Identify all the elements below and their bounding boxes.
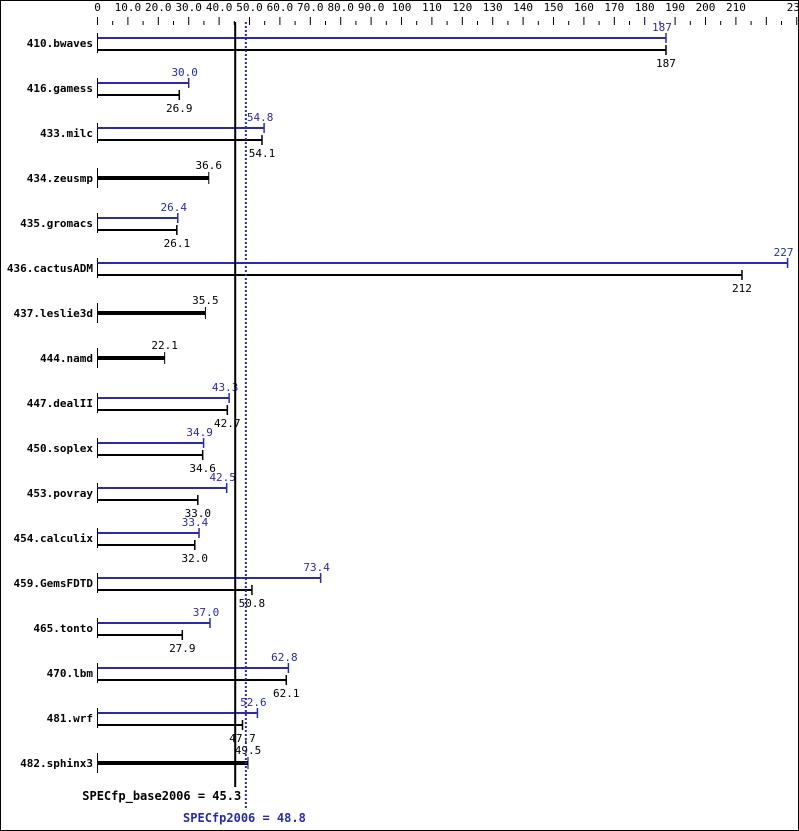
base-value-label: 42.7	[214, 417, 241, 430]
benchmark-label: 444.namd	[40, 352, 93, 365]
peak-value-label: 73.4	[303, 561, 330, 574]
x-tick-label: 180	[635, 1, 655, 14]
x-tick-label: 130	[483, 1, 503, 14]
peak-value-label: 62.8	[271, 651, 298, 664]
peak-value-label: 227	[774, 246, 794, 259]
x-tick-label: 110	[422, 1, 442, 14]
x-tick-label: 20.0	[145, 1, 172, 14]
benchmark-label: 436.cactusADM	[7, 262, 93, 275]
benchmark-label: 465.tonto	[33, 622, 93, 635]
peak-value-label: 30.0	[171, 66, 198, 79]
x-tick-label: 150	[544, 1, 564, 14]
base-value-label: 49.5	[235, 744, 262, 757]
benchmark-label: 447.dealII	[27, 397, 93, 410]
base-value-label: 26.1	[164, 237, 191, 250]
x-tick-label: 50.0	[236, 1, 263, 14]
benchmark-label: 437.leslie3d	[14, 307, 93, 320]
benchmark-label: 470.lbm	[47, 667, 94, 680]
benchmark-label: 416.gamess	[27, 82, 93, 95]
peak-value-label: 33.4	[182, 516, 209, 529]
x-tick-label: 40.0	[206, 1, 233, 14]
x-tick-label: 200	[696, 1, 716, 14]
base-value-label: 34.6	[189, 462, 216, 475]
base-value-label: 54.1	[249, 147, 276, 160]
base-value-label: 33.0	[185, 507, 212, 520]
x-tick-label: 160	[574, 1, 594, 14]
base-score-label: SPECfp_base2006 = 45.3	[82, 789, 241, 804]
peak-value-label: 187	[652, 21, 672, 34]
base-value-label: 22.1	[151, 339, 178, 352]
benchmark-label: 450.soplex	[27, 442, 94, 455]
x-tick-label: 230	[787, 1, 799, 14]
benchmark-label: 410.bwaves	[27, 37, 93, 50]
peak-value-label: 37.0	[193, 606, 220, 619]
benchmark-label: 433.milc	[40, 127, 93, 140]
x-tick-label: 90.0	[358, 1, 385, 14]
benchmark-label: 435.gromacs	[20, 217, 93, 230]
x-tick-label: 30.0	[175, 1, 202, 14]
x-tick-label: 10.0	[115, 1, 142, 14]
base-value-label: 62.1	[273, 687, 300, 700]
base-value-label: 27.9	[169, 642, 196, 655]
x-tick-label: 0	[94, 1, 101, 14]
x-tick-label: 190	[665, 1, 685, 14]
peak-score-label: SPECfp2006 = 48.8	[183, 811, 306, 825]
peak-value-label: 43.3	[212, 381, 239, 394]
benchmark-label: 434.zeusmp	[27, 172, 94, 185]
x-tick-label: 170	[604, 1, 624, 14]
peak-value-label: 26.4	[161, 201, 188, 214]
peak-value-label: 54.8	[247, 111, 274, 124]
x-tick-label: 80.0	[327, 1, 354, 14]
x-tick-label: 120	[452, 1, 472, 14]
x-tick-label: 210	[726, 1, 746, 14]
base-value-label: 50.8	[239, 597, 266, 610]
peak-value-label: 42.5	[209, 471, 236, 484]
base-value-label: 32.0	[182, 552, 209, 565]
benchmark-label: 459.GemsFDTD	[14, 577, 94, 590]
base-value-label: 212	[732, 282, 752, 295]
base-value-label: 26.9	[166, 102, 193, 115]
x-tick-label: 140	[513, 1, 533, 14]
peak-value-label: 52.6	[240, 696, 267, 709]
base-value-label: 187	[656, 57, 676, 70]
peak-value-label: 34.9	[186, 426, 213, 439]
base-value-label: 35.5	[192, 294, 219, 307]
x-tick-label: 100	[392, 1, 412, 14]
base-value-label: 36.6	[196, 159, 223, 172]
benchmark-label: 454.calculix	[14, 532, 94, 545]
x-tick-label: 70.0	[297, 1, 324, 14]
benchmark-label: 482.sphinx3	[20, 757, 93, 770]
benchmark-label: 453.povray	[27, 487, 94, 500]
x-tick-label: 60.0	[267, 1, 294, 14]
benchmark-label: 481.wrf	[47, 712, 93, 725]
